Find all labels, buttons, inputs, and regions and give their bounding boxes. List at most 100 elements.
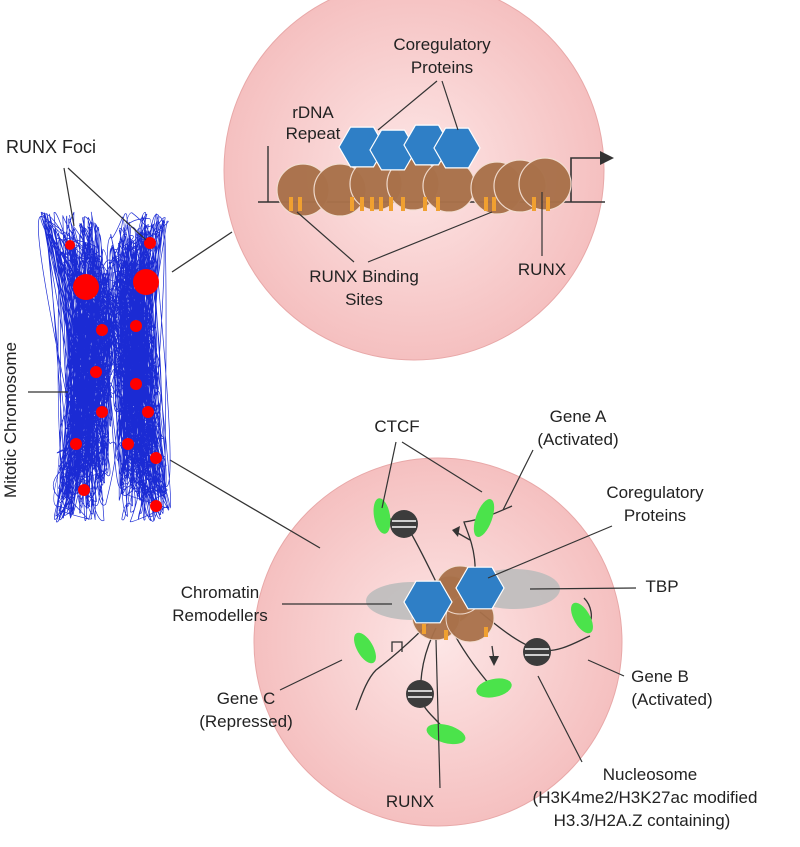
chromatin-remodellers-label-line1: Chromatin <box>181 583 259 602</box>
runx-binding-site-mark <box>360 197 364 211</box>
top-coregulatory-proteins <box>338 124 481 171</box>
dna-loop <box>355 621 431 711</box>
mitotic-chromosome <box>37 211 171 523</box>
runx-protein <box>518 157 572 211</box>
coregulatory-top-label-line1: Coregulatory <box>393 35 491 54</box>
ctcf-protein <box>426 723 466 745</box>
runx-foci-group <box>65 237 162 512</box>
coregulatory-protein-hexagon-icon <box>433 127 481 169</box>
coregulatory-bottom-label-line1: Coregulatory <box>606 483 704 502</box>
rdna-repeat-label-line1: rDNA <box>292 103 334 122</box>
runx-focus-dot <box>142 406 154 418</box>
coregulatory-top-label-line2: Proteins <box>411 58 473 77</box>
gene-inset-circle <box>253 457 623 827</box>
runx-foci-label: RUNX Foci <box>6 137 96 157</box>
runx-focus-dot <box>96 324 108 336</box>
runx-binding-site-mark <box>422 624 426 634</box>
runx-binding-site-mark <box>546 197 550 211</box>
runx-focus-dot <box>150 452 162 464</box>
runx-binding-site-mark <box>484 627 488 637</box>
runx-binding-site-mark <box>350 197 354 211</box>
runx-focus-dot <box>73 274 99 300</box>
runx-focus-dot <box>133 269 159 295</box>
gene-b-label-line2: (Activated) <box>631 690 712 709</box>
runx-binding-site-mark <box>423 197 427 211</box>
gene-c-pointer <box>279 659 343 691</box>
nucleosome-disc-icon <box>523 638 551 666</box>
runx-foci-pointer-left <box>63 167 75 227</box>
binding-sites-pointer-left <box>296 211 355 263</box>
coregulatory-bottom-label-line2: Proteins <box>624 506 686 525</box>
runx-focus-dot <box>65 240 75 250</box>
runx-binding-site-mark <box>492 197 496 211</box>
ctcf-protein <box>571 602 593 634</box>
gene-b-pointer <box>587 659 625 677</box>
runx-binding-site-mark <box>389 197 393 211</box>
gene-a-arrow-head-icon <box>452 526 460 537</box>
gene-b-arrow-head-icon <box>489 656 499 666</box>
runx-focus-dot <box>130 320 142 332</box>
runx-binding-site-mark <box>289 197 293 211</box>
connector-line-bottom <box>169 459 321 549</box>
chromatin-fiber <box>37 211 171 523</box>
runx-binding-site-mark <box>401 197 405 211</box>
gene-a-pointer <box>502 449 534 511</box>
runx-binding-site-mark <box>444 630 448 640</box>
runx-binding-sites <box>289 197 550 211</box>
coregulatory-bottom-pointer <box>487 525 613 579</box>
nucleosome-disc-icon <box>390 510 418 538</box>
runx-binding-site-mark <box>532 197 536 211</box>
nucleosome-label-line1: Nucleosome <box>603 765 698 784</box>
connector-line-top <box>171 231 233 273</box>
binding-sites-pointer-right <box>367 211 493 263</box>
runx-binding-site-mark <box>379 197 383 211</box>
runx-focus-dot <box>90 366 102 378</box>
runx-focus-dot <box>70 438 82 450</box>
runx-binding-sites-label-line2: Sites <box>345 290 383 309</box>
runx-bottom-label: RUNX <box>386 792 434 811</box>
runx-focus-dot <box>122 438 134 450</box>
runx-focus-dot <box>130 378 142 390</box>
ctcf-pointer-left <box>381 441 397 509</box>
mitotic-chromosome-label: Mitotic Chromosome <box>1 342 20 498</box>
coregulatory-protein-hexagon-icon <box>369 129 417 171</box>
gene-cluster-scene <box>354 498 593 745</box>
runx-binding-site-mark <box>436 197 440 211</box>
runx-focus-dot <box>78 484 90 496</box>
tbp-pointer <box>529 587 637 590</box>
runx-focus-dot <box>96 406 108 418</box>
coregulatory-top-pointer-right <box>441 80 459 131</box>
ctcf-protein <box>373 498 391 534</box>
runx-bottom-pointer <box>435 639 441 789</box>
rdna-repeat-label-line2: Repeat <box>286 124 341 143</box>
runx-top-label: RUNX <box>518 260 566 279</box>
gene-b-label-line1: Gene B <box>631 667 689 686</box>
nucleosome-label-line3: H3.3/H2A.Z containing) <box>554 811 731 830</box>
gene-c-label-line1: Gene C <box>217 689 276 708</box>
gene-a-label-line2: (Activated) <box>537 430 618 449</box>
nucleosome-pointer <box>537 675 583 763</box>
runx-binding-sites-label-line1: RUNX Binding <box>309 267 419 286</box>
ctcf-protein <box>476 678 512 698</box>
tbp-label: TBP <box>645 577 678 596</box>
nucleosome-label-line2: (H3K4me2/H3K27ac modified <box>533 788 758 807</box>
coregulatory-protein-hexagon-icon <box>403 580 453 624</box>
runx-focus-dot <box>150 500 162 512</box>
runx-binding-site-mark <box>484 197 488 211</box>
transcription-arrow-head-icon <box>600 151 614 165</box>
chromatin-remodellers-label-line2: Remodellers <box>172 606 267 625</box>
gene-c-repressed-mark <box>391 641 403 652</box>
ctcf-label: CTCF <box>374 417 419 436</box>
runx-foci-pointer-right <box>67 167 147 241</box>
runx-binding-site-mark <box>298 197 302 211</box>
ctcf-protein <box>354 632 376 664</box>
runx-focus-dot <box>144 237 156 249</box>
gene-a-label-line1: Gene A <box>550 407 607 426</box>
coregulatory-top-pointer-left <box>377 80 438 131</box>
ctcf-pointer-right <box>401 441 483 493</box>
nucleosome-disc-icon <box>406 680 434 708</box>
gene-c-label-line2: (Repressed) <box>199 712 293 731</box>
ctcf-protein <box>473 499 495 537</box>
